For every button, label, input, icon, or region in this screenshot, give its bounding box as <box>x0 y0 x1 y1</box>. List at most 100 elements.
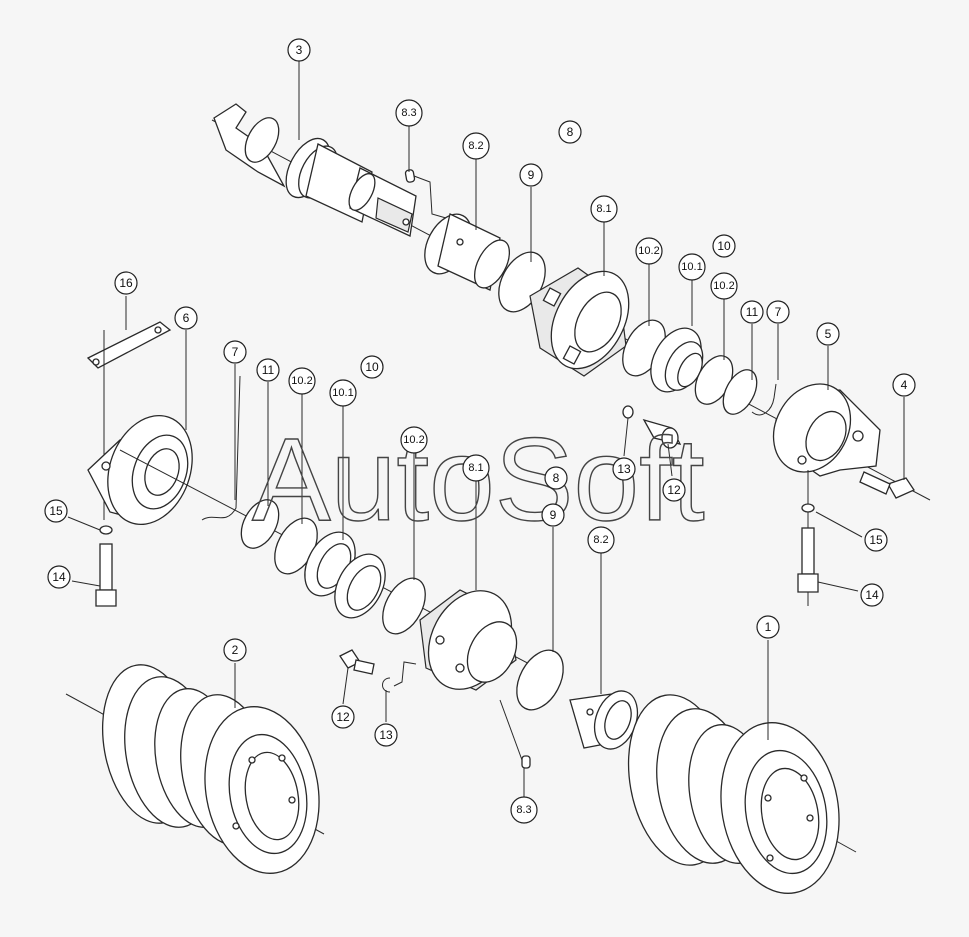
callout-13-lower: 13 <box>374 723 398 747</box>
bolt-part-12-lower <box>339 649 375 675</box>
callout-10-2-lower-a: 10.2 <box>288 367 316 395</box>
callout-label: 8 <box>553 471 560 485</box>
callout-1: 1 <box>756 615 780 639</box>
callout-label: 5 <box>825 327 832 341</box>
bushing-part-8-2-upper <box>424 213 511 291</box>
callout-label: 11 <box>746 305 759 319</box>
callout-14-right: 14 <box>860 583 884 607</box>
washer-part-15-left <box>99 525 113 535</box>
callout-3: 3 <box>287 38 311 62</box>
o-ring-part-9-lower <box>516 649 564 711</box>
bolt-part-4 <box>859 471 915 499</box>
callout-label: 14 <box>865 588 879 602</box>
callout-label: 12 <box>336 710 350 724</box>
callout-label: 10.2 <box>403 434 424 446</box>
callout-label: 8.3 <box>401 107 416 119</box>
wire-part-7-upper <box>751 383 777 416</box>
callout-label: 4 <box>901 378 908 392</box>
callout-7-upper: 7 <box>766 300 790 324</box>
callout-10-2-lower-b: 10.2 <box>400 426 428 454</box>
callout-10-1-upper: 10.1 <box>678 253 706 281</box>
callout-label: 15 <box>869 533 883 547</box>
callout-label: 7 <box>775 305 782 319</box>
callout-12-upper: 12 <box>662 478 686 502</box>
callout-16: 16 <box>114 271 138 295</box>
pin-part-8-3-lower <box>499 699 531 769</box>
callout-9-lower: 9 <box>541 503 565 527</box>
callout-label: 10.1 <box>332 387 353 399</box>
leader-lines <box>67 61 905 797</box>
callout-label: 10 <box>717 239 731 253</box>
callout-8-3-upper: 8.3 <box>395 99 423 127</box>
o-ring-part-11-lower <box>240 499 280 549</box>
bracket-part-5 <box>772 383 881 477</box>
callout-8-upper: 8 <box>558 120 582 144</box>
callout-11-lower: 11 <box>256 358 280 382</box>
callout-label: 9 <box>550 508 557 522</box>
callout-label: 16 <box>119 276 133 290</box>
callout-label: 8.1 <box>468 462 483 474</box>
hub-part-8-1-lower <box>419 589 518 691</box>
ring-part-10-2-lower-b <box>382 577 426 635</box>
callout-label: 10.1 <box>681 261 702 273</box>
wire-part-7-lower <box>201 375 241 521</box>
callout-13-upper: 13 <box>612 457 636 481</box>
callout-10-1-lower: 10.1 <box>329 379 357 407</box>
callout-label: 7 <box>232 345 239 359</box>
callout-10-lower: 10 <box>360 355 384 379</box>
callout-10-2-upper-b: 10.2 <box>710 272 738 300</box>
callout-10-2-upper-a: 10.2 <box>635 237 663 265</box>
callout-6: 6 <box>174 306 198 330</box>
callout-label: 8.2 <box>468 140 483 152</box>
callout-label: 8.2 <box>593 534 608 546</box>
callout-label: 8.1 <box>596 203 611 215</box>
callout-label: 13 <box>379 728 393 742</box>
roller-part-2 <box>65 664 325 874</box>
callout-11-upper: 11 <box>740 300 764 324</box>
callout-label: 6 <box>183 311 190 325</box>
bracket-part-6 <box>87 414 193 526</box>
o-ring-part-11-upper <box>722 369 758 415</box>
callout-8-lower: 8 <box>544 466 568 490</box>
callout-label: 8.3 <box>516 804 531 816</box>
callout-label: 15 <box>49 504 63 518</box>
callout-15-right: 15 <box>864 528 888 552</box>
bolt-part-14-right <box>797 470 819 606</box>
washer-part-15-right <box>801 503 815 513</box>
callout-10-upper: 10 <box>712 234 736 258</box>
callout-15-left: 15 <box>44 499 68 523</box>
callout-label: 11 <box>262 363 275 377</box>
hub-part-8-1-upper <box>529 267 630 377</box>
callout-4: 4 <box>892 373 916 397</box>
seal-part-10-1-upper <box>650 327 704 393</box>
callout-12-lower: 12 <box>331 705 355 729</box>
callout-8-1-lower: 8.1 <box>462 454 490 482</box>
callout-label: 13 <box>617 462 631 476</box>
clip-part-13-lower <box>382 661 417 693</box>
callout-label: 1 <box>765 620 772 634</box>
callout-label: 10.2 <box>713 280 734 292</box>
bolt-part-14-left <box>95 543 117 607</box>
callout-8-2-upper: 8.2 <box>462 132 490 160</box>
callout-8-3-lower: 8.3 <box>510 796 538 824</box>
seal-part-10-1-lower <box>304 531 386 619</box>
callout-label: 10.2 <box>291 375 312 387</box>
callout-8-2-lower: 8.2 <box>587 526 615 554</box>
callout-label: 8 <box>567 125 574 139</box>
callout-label: 2 <box>232 643 239 657</box>
callout-14-left: 14 <box>47 565 71 589</box>
shaft-part-3 <box>211 103 931 501</box>
bolt-part-12-upper <box>642 418 682 449</box>
callout-7-lower: 7 <box>223 340 247 364</box>
callout-label: 3 <box>296 43 303 57</box>
callout-label: 14 <box>52 570 66 584</box>
callout-5: 5 <box>816 322 840 346</box>
callout-8-1-upper: 8.1 <box>590 195 618 223</box>
callout-label: 9 <box>528 168 535 182</box>
callout-label: 10.2 <box>638 245 659 257</box>
callout-label: 10 <box>365 360 379 374</box>
callout-2: 2 <box>223 638 247 662</box>
callout-9-upper: 9 <box>519 163 543 187</box>
